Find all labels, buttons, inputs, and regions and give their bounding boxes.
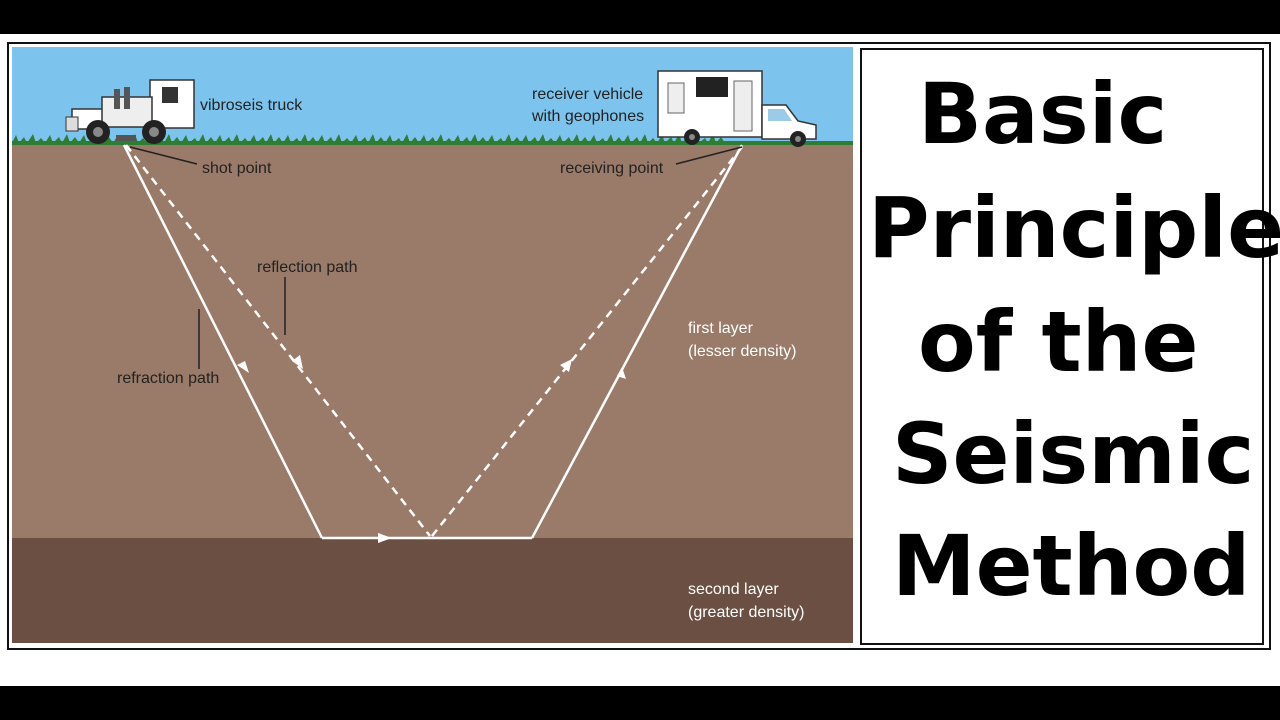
title-line-4: Seismic: [892, 405, 1255, 503]
shot-point-label: shot point: [202, 160, 272, 177]
reflection-path-label: reflection path: [257, 259, 358, 276]
leader-lines: [129, 146, 743, 369]
receiver-vehicle-icon: [657, 70, 817, 147]
vibroseis-truck-icon: [65, 79, 195, 144]
seismic-diagram: vibroseis truck receiver vehicle with ge…: [12, 47, 853, 643]
second-layer-label-line2: (greater density): [688, 604, 805, 621]
refraction-arrows: [237, 361, 626, 543]
refraction-path: [122, 144, 744, 540]
title-line-3: of the: [918, 293, 1199, 391]
first-layer-label-line2: (lesser density): [688, 343, 796, 360]
grass: [12, 134, 853, 145]
title-line-2: Principle: [868, 179, 1280, 277]
first-layer: [12, 143, 853, 538]
reflection-arrows: [292, 355, 572, 372]
second-layer-label-line1: second layer: [688, 581, 779, 598]
receiver-vehicle-label-line2: with geophones: [531, 108, 644, 125]
second-layer: [12, 538, 853, 643]
vibroseis-truck-label: vibroseis truck: [200, 97, 303, 114]
refraction-path-label: refraction path: [117, 370, 219, 387]
title-panel: Basic Principle of the Seismic Method: [860, 48, 1280, 645]
title-line-1: Basic: [918, 65, 1168, 163]
receiving-point-label: receiving point: [560, 160, 664, 177]
title-line-5: Method: [892, 517, 1251, 615]
reflection-path: [125, 144, 743, 537]
receiver-vehicle-label-line1: receiver vehicle: [532, 86, 643, 103]
outer-border: [7, 42, 1271, 650]
first-layer-label-line1: first layer: [688, 320, 754, 337]
